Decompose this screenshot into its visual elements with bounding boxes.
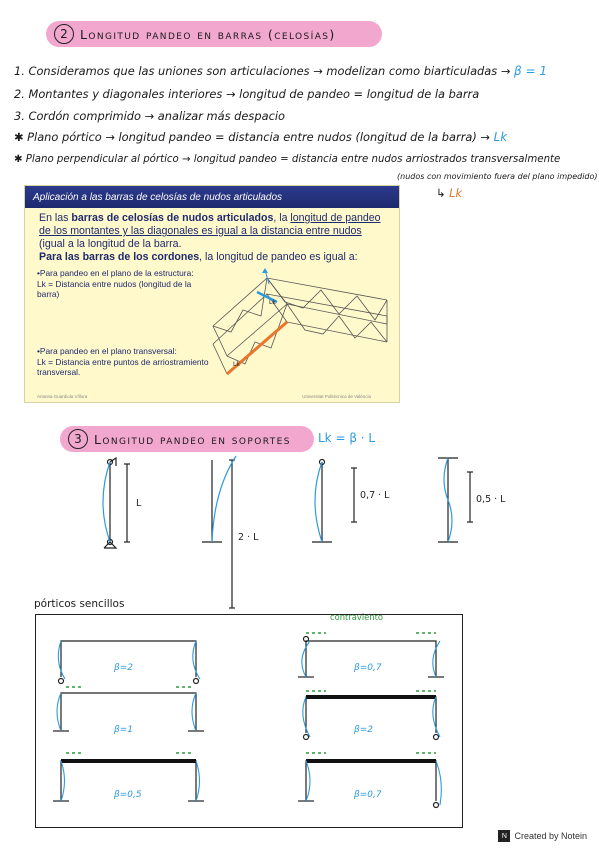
slide-footer-left: Arianna Guardiola Víllora	[37, 394, 88, 399]
porticos-panel: β=2 β=0,7 β=1 β=2 β=0,5 β=0,7	[35, 614, 463, 828]
bullet-definition: Lk = Distancia entre puntos de arriostra…	[37, 356, 209, 378]
note-tag: Lk	[493, 130, 508, 144]
text: En las	[39, 212, 72, 224]
frame-beta: β=1	[114, 725, 134, 735]
slide-footer-right: Universitat Politècnica de València	[302, 394, 371, 399]
column-sketches: L 2 · L 0,7 · L 0,5 · L	[102, 455, 506, 609]
figure-label: Lk	[269, 299, 276, 306]
bullet-text: •Para pandeo en el plano transversal:	[37, 346, 177, 356]
note-text: 3. Cordón comprimido → analizar más desp…	[14, 109, 285, 123]
note-4: ✱ Plano pórtico → longitud pandeo = dist…	[14, 130, 507, 144]
section-3-heading: 3 Longitud pandeo en soportes	[60, 426, 314, 452]
buckling-formula: Lk = β · L	[318, 431, 376, 445]
notein-logo-icon: N	[498, 830, 511, 842]
note-2: 2. Montantes y diagonales interiores → l…	[14, 87, 479, 101]
lecture-slide: Aplicación a las barras de celosías de n…	[24, 185, 400, 403]
frame-beta: β=2	[354, 725, 374, 735]
bullet-2: •Para pandeo en el plano transversal: Lk…	[37, 346, 213, 378]
slide-header: Aplicación a las barras de celosías de n…	[25, 186, 399, 208]
figure-label: Lk	[233, 361, 240, 368]
text-bold: barras de celosías de nudos articulados	[71, 212, 274, 224]
section-2-heading: 2 Longitud pandeo en barras (celosías)	[46, 21, 382, 47]
note-3: 3. Cordón comprimido → analizar más desp…	[14, 109, 285, 123]
slide-paragraph-2: Para las barras de los cordones, la long…	[39, 251, 389, 264]
frame-beta: β=0,5	[114, 790, 142, 800]
porticos-title: pórticos sencillos	[34, 598, 125, 610]
note-1: 1. Consideramos que las uniones son arti…	[14, 64, 547, 78]
note-tag: β = 1	[514, 64, 547, 78]
text: (igual a la longitud de la barra.	[39, 238, 182, 250]
frame-beta: β=0,7	[354, 790, 382, 800]
text-bold: Para las barras de los cordones	[39, 251, 200, 263]
contraviento-label: contraviento	[330, 612, 384, 622]
bullet-definition: Lk = Distancia entre nudos (longitud de …	[37, 278, 192, 300]
column-label: 0,7 · L	[360, 490, 390, 501]
note-sub-tag: ↳ Lk	[436, 186, 462, 200]
column-label: 2 · L	[238, 532, 259, 543]
truss-figure: Lk Lk	[212, 268, 388, 376]
section-number: 3	[68, 429, 88, 449]
porticos-frames	[53, 632, 444, 809]
note-text: ✱ Plano pórtico → longitud pandeo = dist…	[14, 130, 490, 144]
frame-beta: β=0,7	[354, 663, 382, 673]
note-5: ✱ Plano perpendicular al pórtico → longi…	[14, 154, 560, 165]
slide-paragraph-1: En las barras de celosías de nudos artic…	[39, 212, 389, 251]
frame-beta: β=2	[114, 663, 134, 673]
slide-body: En las barras de celosías de nudos artic…	[25, 208, 399, 264]
section-number: 2	[54, 24, 74, 44]
text: , la	[273, 212, 291, 224]
note-text: 2. Montantes y diagonales interiores → l…	[14, 87, 480, 101]
text: , la longitud de pandeo es igual a:	[199, 251, 358, 263]
text-underlined: longitud de pandeo de los montantes y la…	[39, 212, 381, 237]
note-sub: (nudos con movimiento fuera del plano im…	[397, 172, 598, 181]
column-label: 0,5 · L	[476, 494, 506, 505]
note-text: ✱ Plano perpendicular al pórtico → longi…	[14, 154, 561, 165]
bullet-1: •Para pandeo en el plano de la estructur…	[37, 268, 209, 300]
arrow-icon: ↳	[436, 186, 446, 200]
note-text: 1. Consideramos que las uniones son arti…	[14, 64, 511, 78]
bullet-text: •Para pandeo en el plano de la estructur…	[37, 268, 194, 278]
notein-credit: N Created by Notein	[498, 830, 587, 842]
credit-text: Created by Notein	[514, 831, 587, 841]
column-label: L	[136, 498, 142, 509]
section-title: Longitud pandeo en soportes	[94, 431, 291, 447]
lk-tag: Lk	[449, 186, 463, 200]
section-title: Longitud pandeo en barras (celosías)	[80, 26, 336, 42]
